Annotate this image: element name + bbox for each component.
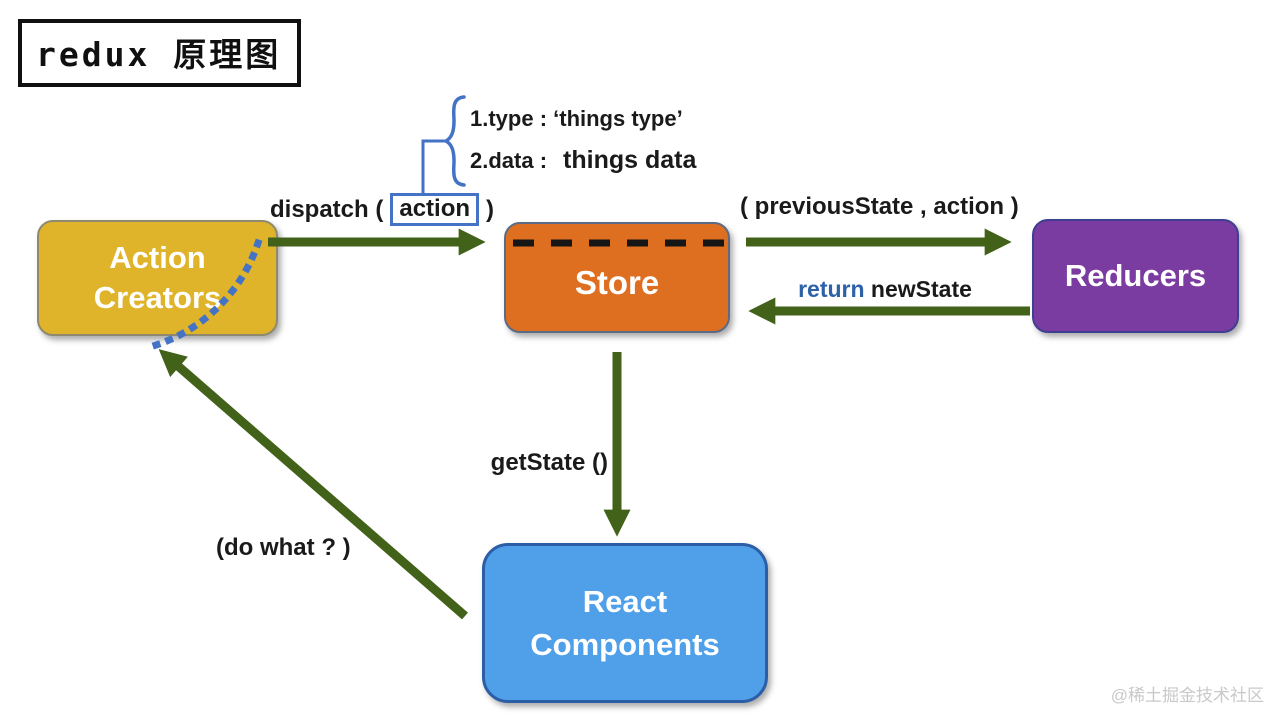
- action-dotted-arc: [148, 238, 263, 351]
- annotation-data-key: 2.data :: [470, 148, 548, 173]
- do-what-label: (do what ? ): [216, 534, 351, 561]
- diagram-title-text: redux 原理图: [36, 35, 282, 74]
- node-action-creators-label: Action Creators: [93, 239, 222, 315]
- previous-state-action-label: ( previousState , action ): [740, 193, 1019, 220]
- dispatch-action-label: dispatch ( action ): [270, 193, 494, 226]
- annotation-curly-brace: [442, 95, 466, 187]
- return-newstate-label: return newState: [770, 276, 1000, 303]
- return-value: newState: [870, 276, 972, 302]
- annotation-type-line: 1.type : ‘things type’: [470, 106, 683, 131]
- action-highlight-box: action: [390, 193, 480, 226]
- node-store: Store: [504, 222, 730, 333]
- node-reducers-label: Reducers: [1064, 258, 1207, 293]
- node-store-label: Store: [574, 263, 660, 301]
- node-react-components: React Components: [482, 543, 768, 703]
- return-keyword: return: [798, 276, 865, 302]
- node-react-components-label: React Components: [530, 583, 720, 662]
- action-to-brace-connector: [421, 139, 446, 196]
- annotation-data-line: 2.data : things data: [470, 146, 696, 175]
- do-what-arrow: [158, 349, 468, 620]
- annotation-data-value: things data: [563, 146, 697, 174]
- getstate-label: getState (): [490, 449, 608, 476]
- dispatch-suffix: ): [486, 195, 495, 223]
- diagram-title: redux 原理图: [18, 19, 302, 87]
- watermark: @稀土掘金技术社区: [1110, 686, 1264, 705]
- node-reducers: Reducers: [1032, 219, 1239, 333]
- dispatch-prefix: dispatch (: [270, 195, 384, 223]
